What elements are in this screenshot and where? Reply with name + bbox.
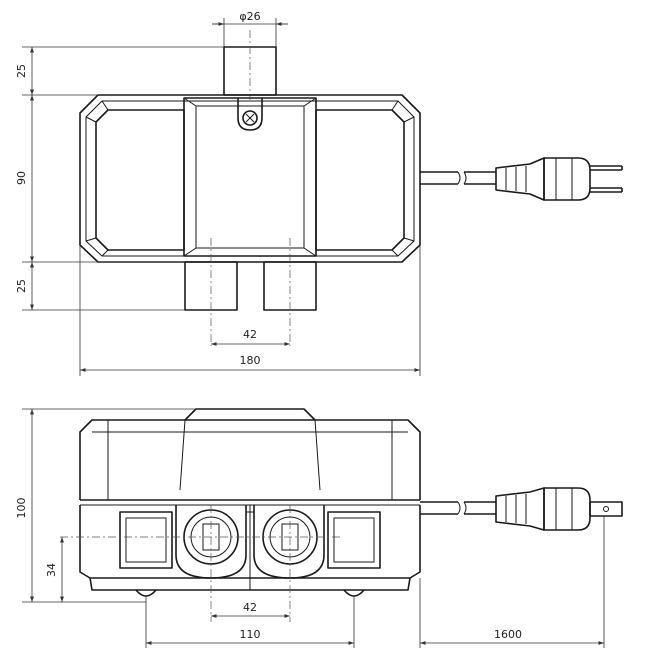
dim-overall-width: 180 bbox=[240, 354, 261, 367]
dim-overall-height: 100 bbox=[15, 498, 28, 519]
plug-icon-front bbox=[495, 487, 623, 531]
dim-pipe-height: 25 bbox=[15, 64, 28, 78]
front-view: 100 34 42 110 1600 bbox=[15, 408, 623, 648]
dim-body-depth: 90 bbox=[15, 171, 28, 185]
top-body-outer bbox=[79, 94, 421, 263]
screw-icon bbox=[242, 110, 258, 126]
dim-cord-length: 1600 bbox=[494, 628, 522, 641]
center-lid bbox=[183, 97, 317, 257]
foot-left bbox=[135, 589, 157, 597]
screw-tab bbox=[237, 98, 263, 131]
foot-right bbox=[343, 589, 365, 597]
top-view: φ26 25 90 25 42 180 bbox=[15, 10, 623, 376]
dim-foot-pitch: 110 bbox=[240, 628, 261, 641]
front-right-panel bbox=[327, 511, 381, 569]
plug-icon-top bbox=[495, 157, 623, 201]
left-panel bbox=[95, 109, 185, 251]
dim-outlet-height: 34 bbox=[45, 563, 58, 577]
dim-pipe-diameter: φ26 bbox=[239, 10, 260, 23]
dim-outlet-length: 25 bbox=[15, 279, 28, 293]
dim-outlet-pitch-top: 42 bbox=[243, 328, 257, 341]
front-left-panel bbox=[119, 511, 173, 569]
front-lid bbox=[184, 408, 316, 421]
right-panel bbox=[315, 109, 405, 251]
front-body-top bbox=[79, 419, 421, 500]
dim-outlet-pitch-front: 42 bbox=[243, 601, 257, 614]
top-pipe bbox=[223, 46, 277, 96]
